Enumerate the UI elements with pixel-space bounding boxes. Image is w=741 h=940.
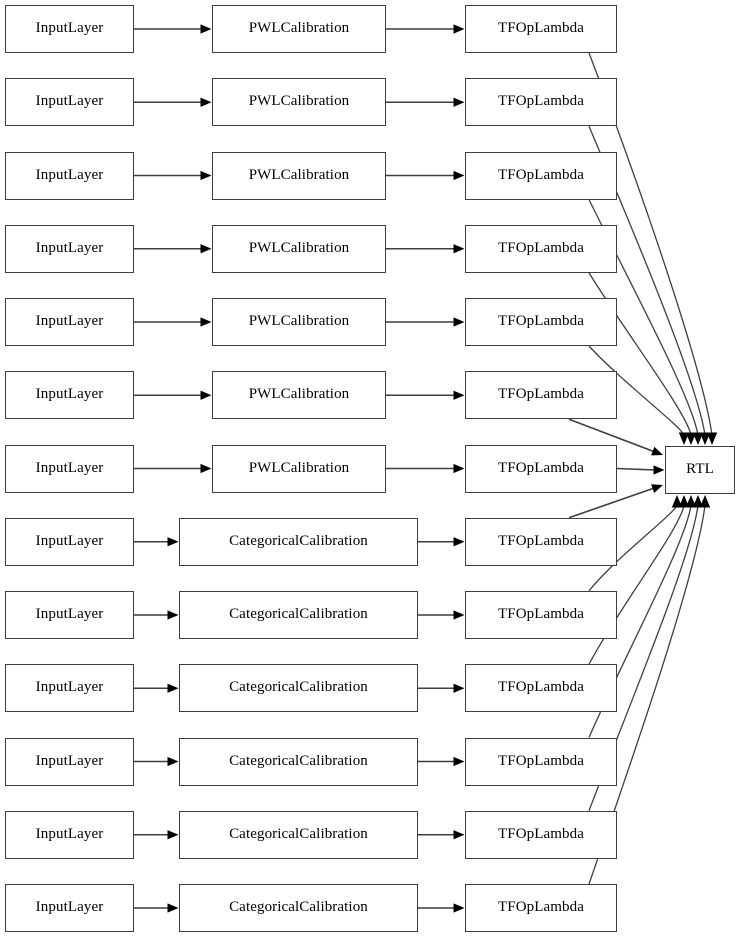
node-input-layer[interactable]: InputLayer [5,737,134,786]
node-tfoplambda-label: TFOpLambda [498,386,584,403]
node-calibration-label: PWLCalibration [248,166,350,183]
node-input-layer-label: InputLayer [35,825,104,842]
node-calibration[interactable]: PWLCalibration [212,5,386,53]
node-calibration-label: PWLCalibration [248,20,350,36]
node-input-layer-label: InputLayer [35,313,104,329]
node-calibration-label: CategoricalCalibration [229,752,368,769]
node-tfoplambda[interactable]: TFOpLambda [465,517,617,566]
node-calibration-label: PWLCalibration [248,386,350,403]
node-calibration[interactable]: CategoricalCalibration [179,517,418,566]
node-tfoplambda[interactable]: TFOpLambda [465,298,617,346]
node-input-layer[interactable]: InputLayer [5,371,134,420]
node-input-layer[interactable]: InputLayer [5,298,134,346]
node-tfoplambda-label: TFOpLambda [498,239,584,256]
node-calibration-label: PWLCalibration [248,459,350,476]
node-tfoplambda[interactable]: TFOpLambda [465,151,617,200]
node-input-layer[interactable]: InputLayer [5,664,134,713]
node-input-layer[interactable]: InputLayer [5,591,134,639]
node-rtl-output-label: RTL [686,461,714,477]
node-input-layer[interactable]: InputLayer [5,78,134,127]
node-input-layer[interactable]: InputLayer [5,884,134,932]
node-calibration[interactable]: CategoricalCalibration [179,591,418,639]
node-calibration[interactable]: CategoricalCalibration [179,810,418,859]
node-tfoplambda[interactable]: TFOpLambda [465,664,617,713]
node-input-layer[interactable]: InputLayer [5,5,134,53]
node-calibration-label: CategoricalCalibration [229,825,368,842]
node-tfoplambda[interactable]: TFOpLambda [465,5,617,53]
node-input-layer[interactable]: InputLayer [5,444,134,493]
node-calibration[interactable]: PWLCalibration [212,298,386,346]
node-tfoplambda-label: TFOpLambda [498,166,584,183]
node-calibration-label: CategoricalCalibration [229,679,368,696]
node-calibration[interactable]: PWLCalibration [212,371,386,420]
node-tfoplambda[interactable]: TFOpLambda [465,78,617,127]
node-calibration[interactable]: CategoricalCalibration [179,664,418,713]
node-calibration-label: PWLCalibration [248,93,350,110]
node-calibration-label: PWLCalibration [248,313,350,329]
node-calibration-label: CategoricalCalibration [229,532,368,549]
node-input-layer-label: InputLayer [35,532,104,549]
node-calibration-label: CategoricalCalibration [229,899,368,915]
node-input-layer[interactable]: InputLayer [5,151,134,200]
node-tfoplambda-label: TFOpLambda [498,313,584,329]
node-input-layer-label: InputLayer [35,20,104,36]
node-tfoplambda-label: TFOpLambda [498,752,584,769]
node-input-layer[interactable]: InputLayer [5,810,134,859]
node-tfoplambda[interactable]: TFOpLambda [465,371,617,420]
node-tfoplambda[interactable]: TFOpLambda [465,810,617,859]
node-input-layer-label: InputLayer [35,606,104,622]
node-input-layer-label: InputLayer [35,93,104,110]
node-tfoplambda-label: TFOpLambda [498,20,584,36]
node-calibration[interactable]: CategoricalCalibration [179,737,418,786]
node-input-layer[interactable]: InputLayer [5,224,134,273]
node-tfoplambda-label: TFOpLambda [498,899,584,915]
node-calibration[interactable]: CategoricalCalibration [179,884,418,932]
node-input-layer-label: InputLayer [35,679,104,696]
node-input-layer-label: InputLayer [35,899,104,915]
node-calibration[interactable]: PWLCalibration [212,444,386,493]
node-tfoplambda-label: TFOpLambda [498,459,584,476]
node-tfoplambda[interactable]: TFOpLambda [465,737,617,786]
node-calibration-label: PWLCalibration [248,239,350,256]
node-tfoplambda[interactable]: TFOpLambda [465,884,617,932]
node-tfoplambda[interactable]: TFOpLambda [465,444,617,493]
node-tfoplambda-label: TFOpLambda [498,825,584,842]
node-calibration-label: CategoricalCalibration [229,606,368,622]
node-tfoplambda-label: TFOpLambda [498,532,584,549]
node-rtl-output[interactable]: RTL [665,446,735,494]
node-tfoplambda-label: TFOpLambda [498,606,584,622]
node-tfoplambda[interactable]: TFOpLambda [465,224,617,273]
node-input-layer-label: InputLayer [35,239,104,256]
node-calibration[interactable]: PWLCalibration [212,151,386,200]
node-tfoplambda-label: TFOpLambda [498,93,584,110]
node-calibration[interactable]: PWLCalibration [212,224,386,273]
node-input-layer-label: InputLayer [35,459,104,476]
node-input-layer-label: InputLayer [35,166,104,183]
node-input-layer-label: InputLayer [35,386,104,403]
node-calibration[interactable]: PWLCalibration [212,78,386,127]
node-tfoplambda-label: TFOpLambda [498,679,584,696]
node-input-layer-label: InputLayer [35,752,104,769]
node-input-layer[interactable]: InputLayer [5,517,134,566]
node-tfoplambda[interactable]: TFOpLambda [465,591,617,639]
